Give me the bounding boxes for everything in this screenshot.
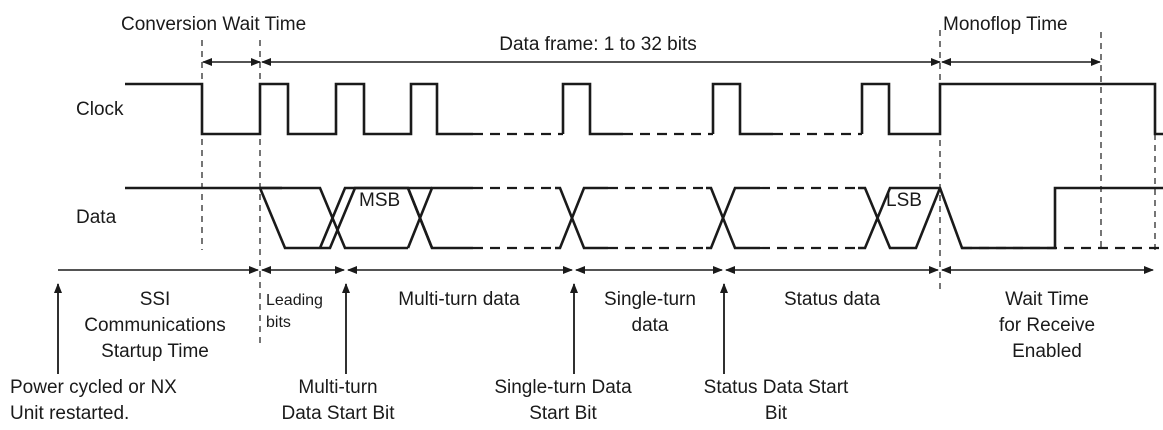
msb-label: MSB bbox=[359, 190, 400, 211]
svg-text:Single-turn: Single-turn bbox=[604, 289, 696, 310]
conversion-wait-time-label: Conversion Wait Time bbox=[121, 14, 306, 35]
svg-text:Multi-turn: Multi-turn bbox=[298, 377, 377, 398]
monoflop-time-label: Monoflop Time bbox=[943, 14, 1068, 35]
clock-signal-label: Clock bbox=[76, 99, 124, 120]
svg-text:Enabled: Enabled bbox=[1012, 341, 1082, 362]
segment-leading-bits: Leading bits bbox=[266, 292, 323, 331]
svg-text:Start Bit: Start Bit bbox=[529, 403, 597, 424]
svg-text:Power cycled or NX: Power cycled or NX bbox=[10, 377, 177, 398]
data-signal-label: Data bbox=[76, 207, 117, 228]
svg-text:Single-turn Data: Single-turn Data bbox=[494, 377, 632, 398]
segment-single-turn-data: Single-turn data bbox=[604, 289, 696, 336]
svg-text:Leading: Leading bbox=[266, 292, 323, 309]
svg-text:Status Data Start: Status Data Start bbox=[704, 377, 849, 398]
svg-text:Unit restarted.: Unit restarted. bbox=[10, 403, 129, 424]
segment-wait-time: Wait Time for Receive Enabled bbox=[999, 289, 1095, 362]
event-power-cycled: Power cycled or NX Unit restarted. bbox=[10, 377, 177, 424]
event-status-start: Status Data Start Bit bbox=[704, 377, 849, 424]
svg-text:Data Start Bit: Data Start Bit bbox=[282, 403, 396, 424]
event-multi-turn-start: Multi-turn Data Start Bit bbox=[282, 377, 396, 424]
svg-text:bits: bits bbox=[266, 314, 291, 331]
segment-ssi-startup: SSI Communications Startup Time bbox=[84, 289, 226, 362]
data-frame-label: Data frame: 1 to 32 bits bbox=[499, 34, 697, 55]
svg-text:SSI: SSI bbox=[140, 289, 171, 310]
svg-text:Wait Time: Wait Time bbox=[1005, 289, 1089, 310]
segment-multi-turn-data: Multi-turn data bbox=[398, 289, 520, 310]
lsb-label: LSB bbox=[886, 190, 922, 211]
svg-text:Communications: Communications bbox=[84, 315, 226, 336]
segment-status-data: Status data bbox=[784, 289, 881, 310]
data-waveform bbox=[125, 186, 1163, 250]
clock-waveform bbox=[125, 82, 1163, 136]
event-arrows bbox=[54, 283, 728, 374]
svg-text:data: data bbox=[632, 315, 669, 336]
svg-text:Startup Time: Startup Time bbox=[101, 341, 209, 362]
svg-text:for Receive: for Receive bbox=[999, 315, 1095, 336]
event-single-turn-start: Single-turn Data Start Bit bbox=[494, 377, 632, 424]
svg-text:Bit: Bit bbox=[765, 403, 788, 424]
